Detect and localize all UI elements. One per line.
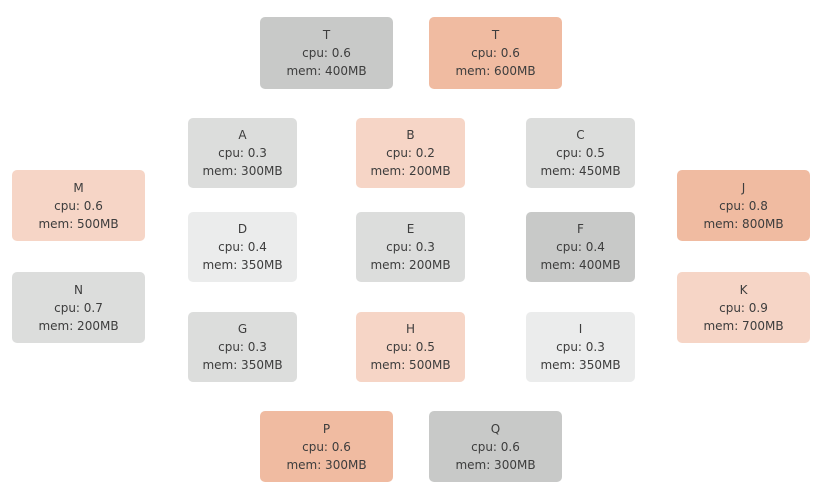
node-m[interactable]: M cpu: 0.6 mem: 500MB xyxy=(12,170,145,241)
node-label: Q xyxy=(490,421,501,436)
node-cpu: cpu: 0.4 xyxy=(218,240,267,254)
node-label: I xyxy=(578,322,583,336)
node-b[interactable]: B cpu: 0.2 mem: 200MB xyxy=(356,118,465,188)
node-cpu: cpu: 0.7 xyxy=(54,300,103,315)
node-label: J xyxy=(741,180,746,195)
node-mem: mem: 800MB xyxy=(703,216,784,231)
node-mem: mem: 450MB xyxy=(540,164,621,178)
node-mem: mem: 400MB xyxy=(540,258,621,272)
node-mem: mem: 300MB xyxy=(202,164,283,178)
node-mem: mem: 350MB xyxy=(202,258,283,272)
node-label: M xyxy=(73,180,84,195)
node-mem: mem: 700MB xyxy=(703,318,784,333)
node-i[interactable]: I cpu: 0.3 mem: 350MB xyxy=(526,312,635,382)
node-d[interactable]: D cpu: 0.4 mem: 350MB xyxy=(188,212,297,282)
node-c[interactable]: C cpu: 0.5 mem: 450MB xyxy=(526,118,635,188)
node-cpu: cpu: 0.9 xyxy=(719,300,768,315)
node-label: A xyxy=(238,128,247,142)
node-p[interactable]: P cpu: 0.6 mem: 300MB xyxy=(260,411,393,482)
node-mem: mem: 200MB xyxy=(370,258,451,272)
node-cpu: cpu: 0.4 xyxy=(556,240,605,254)
node-k[interactable]: K cpu: 0.9 mem: 700MB xyxy=(677,272,810,343)
node-mem: mem: 500MB xyxy=(38,216,119,231)
node-label: H xyxy=(405,322,416,336)
node-cpu: cpu: 0.6 xyxy=(471,439,520,454)
node-mem: mem: 350MB xyxy=(202,358,283,372)
node-mem: mem: 400MB xyxy=(286,64,367,78)
node-t-1[interactable]: T cpu: 0.6 mem: 400MB xyxy=(260,17,393,89)
node-cpu: cpu: 0.6 xyxy=(471,46,520,60)
node-cpu: cpu: 0.3 xyxy=(218,340,267,354)
node-mem: mem: 500MB xyxy=(370,358,451,372)
node-cpu: cpu: 0.3 xyxy=(218,146,267,160)
node-label: T xyxy=(491,28,500,42)
node-label: N xyxy=(74,282,83,297)
node-mem: mem: 300MB xyxy=(455,457,536,472)
node-a[interactable]: A cpu: 0.3 mem: 300MB xyxy=(188,118,297,188)
node-label: F xyxy=(577,222,584,236)
node-mem: mem: 600MB xyxy=(455,64,536,78)
node-f[interactable]: F cpu: 0.4 mem: 400MB xyxy=(526,212,635,282)
node-mem: mem: 200MB xyxy=(38,318,119,333)
node-j[interactable]: J cpu: 0.8 mem: 800MB xyxy=(677,170,810,241)
node-mem: mem: 300MB xyxy=(286,457,367,472)
node-t-2[interactable]: T cpu: 0.6 mem: 600MB xyxy=(429,17,562,89)
node-n[interactable]: N cpu: 0.7 mem: 200MB xyxy=(12,272,145,343)
node-cpu: cpu: 0.5 xyxy=(386,340,435,354)
node-cpu: cpu: 0.6 xyxy=(302,439,351,454)
node-mem: mem: 350MB xyxy=(540,358,621,372)
node-label: C xyxy=(576,128,585,142)
node-label: D xyxy=(237,222,248,236)
node-cpu: cpu: 0.6 xyxy=(54,198,103,213)
node-label: K xyxy=(739,282,748,297)
node-q[interactable]: Q cpu: 0.6 mem: 300MB xyxy=(429,411,562,482)
node-label: G xyxy=(237,322,248,336)
node-label: B xyxy=(406,128,415,142)
node-g[interactable]: G cpu: 0.3 mem: 350MB xyxy=(188,312,297,382)
node-cpu: cpu: 0.3 xyxy=(556,340,605,354)
node-mem: mem: 200MB xyxy=(370,164,451,178)
node-cpu: cpu: 0.3 xyxy=(386,240,435,254)
node-cpu: cpu: 0.2 xyxy=(386,146,435,160)
node-cpu: cpu: 0.6 xyxy=(302,46,351,60)
node-label: P xyxy=(322,421,331,436)
node-label: T xyxy=(322,28,331,42)
node-h[interactable]: H cpu: 0.5 mem: 500MB xyxy=(356,312,465,382)
node-cpu: cpu: 0.5 xyxy=(556,146,605,160)
node-e[interactable]: E cpu: 0.3 mem: 200MB xyxy=(356,212,465,282)
node-label: E xyxy=(406,222,415,236)
node-cpu: cpu: 0.8 xyxy=(719,198,768,213)
